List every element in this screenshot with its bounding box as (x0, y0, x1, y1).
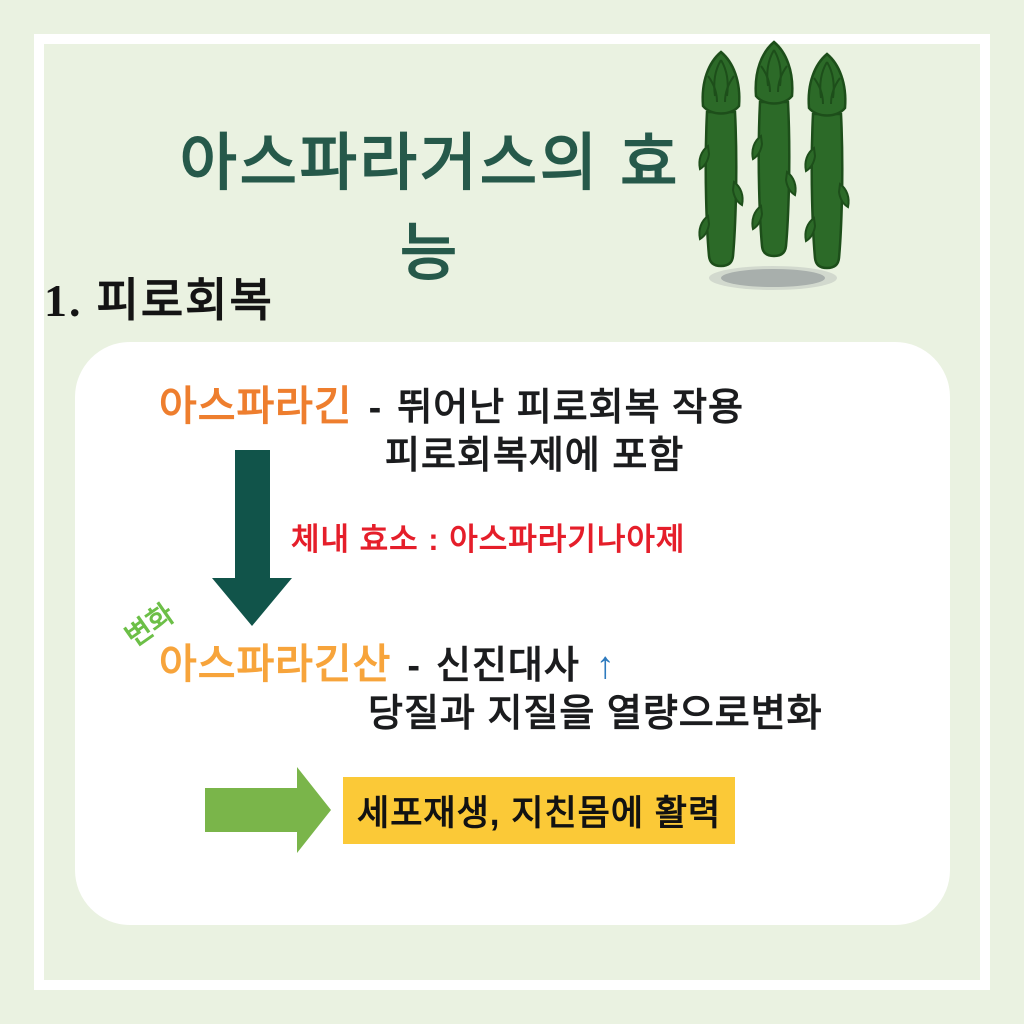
asparagus-icon (698, 40, 850, 290)
asparagine-row: 아스파라긴 - 뛰어난 피로회복 작용 (159, 372, 744, 432)
right-arrow-icon (205, 767, 331, 853)
result-highlight: 세포재생, 지친몸에 활력 (343, 777, 736, 844)
asparagine-term: 아스파라긴 (159, 383, 353, 429)
aspartic-row: 아스파라긴산 - 신진대사 ↑ (159, 630, 615, 690)
info-card: 아스파라긴 - 뛰어난 피로회복 작용 피로회복제에 포함 체내 효소 : 아스… (75, 342, 950, 925)
aspartic-term: 아스파라긴산 (159, 641, 392, 687)
aspartic-desc-1: 신진대사 (435, 645, 580, 687)
enzyme-text: 체내 효소 : 아스파라기나아제 (291, 522, 686, 557)
asparagine-desc-2: 피로회복제에 포함 (385, 435, 685, 477)
section-number: 1. (44, 275, 83, 326)
section-label: 피로회복 (96, 274, 274, 326)
down-arrow-icon (212, 450, 292, 626)
aspartic-separator: - (407, 645, 420, 687)
section-heading: 1. 피로회복 (44, 264, 274, 330)
decorative-frame (34, 34, 990, 990)
aspartic-desc-2: 당질과 지질을 열량으로변화 (368, 693, 823, 735)
page-title: 아스파라거스의 효능 (179, 129, 681, 288)
asparagine-separator: - (368, 387, 382, 429)
asparagine-desc-1: 뛰어난 피로회복 작용 (397, 387, 745, 429)
metabolism-up-arrow: ↑ (595, 645, 615, 687)
